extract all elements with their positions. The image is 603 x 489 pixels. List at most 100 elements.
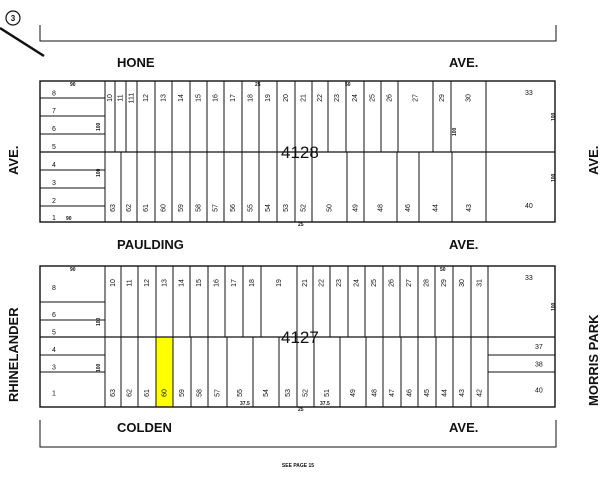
- lot-number: 30: [459, 279, 466, 287]
- lot-number: 43: [459, 389, 466, 397]
- lot-number: 51: [324, 389, 331, 397]
- footer-note: SEE PAGE 15: [282, 463, 314, 469]
- lot-number: 24: [354, 279, 361, 287]
- lot-number: 22: [317, 94, 324, 102]
- lot-number: 13: [162, 279, 169, 287]
- lot-number: 52: [303, 389, 310, 397]
- lot-number: 4: [52, 162, 56, 169]
- lot-dimension: 25: [255, 82, 261, 88]
- lot-number: 29: [441, 279, 448, 287]
- lot-number: 18: [249, 279, 256, 287]
- lot-dimension: 100: [551, 173, 557, 182]
- lot-number: 59: [178, 204, 185, 212]
- lot-dimension: 37.5: [320, 401, 330, 407]
- lot-number: 33: [525, 90, 533, 97]
- lot-number: 50: [327, 204, 334, 212]
- lot-number: 23: [334, 94, 341, 102]
- lot-number: 6: [52, 126, 56, 133]
- lot-number: 20: [283, 94, 290, 102]
- lot-number: 24: [352, 94, 359, 102]
- lot-number: 17: [230, 94, 237, 102]
- lot-number: 12: [144, 279, 151, 287]
- lot-number: 12: [143, 94, 150, 102]
- lot-dimension: 25: [298, 222, 304, 228]
- lot-dimension: 100: [96, 317, 102, 326]
- lot-number: 57: [215, 389, 222, 397]
- section-marker-circle: [5, 10, 21, 26]
- lot-number: 40: [525, 203, 533, 210]
- lot-number: 49: [353, 204, 360, 212]
- lot-number: 15: [196, 94, 203, 102]
- lot-number: 5: [52, 330, 56, 337]
- street-right-ave: AVE.: [586, 146, 601, 175]
- lot-number: 40: [535, 388, 543, 395]
- lot-number: 59: [179, 389, 186, 397]
- lot-number: 10: [107, 94, 114, 102]
- lot-number: 21: [302, 279, 309, 287]
- lot-number: 53: [283, 204, 290, 212]
- lot-number: 48: [378, 204, 385, 212]
- lot-number: 7: [52, 108, 56, 115]
- lot-number: 53: [285, 389, 292, 397]
- lot-number: 55: [237, 389, 244, 397]
- lot-number: 31: [477, 279, 484, 287]
- lot-number: 42: [477, 389, 484, 397]
- street-rhinelander: RHINELANDER: [6, 307, 21, 402]
- lot-number: 11: [127, 279, 134, 286]
- lot-number: 54: [265, 204, 272, 212]
- section-leader-line: [0, 26, 45, 58]
- highlighted-lot: [156, 337, 173, 407]
- lot-number: 1: [52, 215, 56, 222]
- lot-number: 29: [439, 94, 446, 102]
- lot-number: 16: [214, 279, 221, 287]
- lot-number: 15: [196, 279, 203, 287]
- lot-number: 4: [52, 347, 56, 354]
- lot-number: 49: [350, 389, 357, 397]
- lot-dimension: 100: [452, 127, 458, 136]
- lot-number: 16: [213, 94, 220, 102]
- street-colden: COLDEN: [117, 420, 172, 435]
- lot-number: 38: [535, 362, 543, 369]
- lot-number: 27: [413, 94, 420, 102]
- street-paulding-ave: AVE.: [449, 237, 478, 252]
- lot-number: 46: [407, 389, 414, 397]
- lot-number: 28: [424, 279, 431, 287]
- bottom-bracket: [39, 420, 557, 448]
- lot-number: 46: [405, 204, 412, 212]
- lot-number: 30: [466, 94, 473, 102]
- lot-number: 62: [126, 204, 133, 212]
- block-number: 4128: [281, 143, 319, 162]
- lot-number: 26: [387, 94, 394, 102]
- lot-number: 37: [535, 344, 543, 351]
- lot-number: 62: [127, 389, 134, 397]
- lot-number: 61: [144, 389, 151, 397]
- lot-number: 2: [52, 198, 56, 205]
- lot-number: 58: [197, 389, 204, 397]
- lot-dimension: 100: [551, 302, 557, 311]
- lot-number: 22: [319, 279, 326, 287]
- lot-number: 23: [336, 279, 343, 287]
- lot-number: 45: [424, 389, 431, 397]
- lot-number: 60: [161, 204, 168, 212]
- section-marker-number: 3: [11, 14, 16, 23]
- lot-dimension: 90: [70, 82, 76, 88]
- lot-number: 111: [129, 93, 136, 104]
- lot-number: 18: [248, 94, 255, 102]
- lot-number: 56: [230, 204, 237, 212]
- lot-dimension: 100: [96, 363, 102, 372]
- street-hone: HONE: [117, 55, 155, 70]
- lot-number: 25: [370, 94, 377, 102]
- lot-number: 48: [372, 389, 379, 397]
- top-bracket: [39, 25, 557, 42]
- lot-dimension: 100: [551, 112, 557, 121]
- street-paulding: PAULDING: [117, 237, 184, 252]
- lot-number: 14: [178, 94, 185, 102]
- lot-number: 33: [525, 275, 533, 282]
- lot-number: 1: [52, 391, 56, 398]
- lot-number: 3: [52, 365, 56, 372]
- lot-number: 17: [231, 279, 238, 287]
- lot-number: 52: [301, 204, 308, 212]
- lot-number: 43: [466, 204, 473, 212]
- lot-number: 55: [248, 204, 255, 212]
